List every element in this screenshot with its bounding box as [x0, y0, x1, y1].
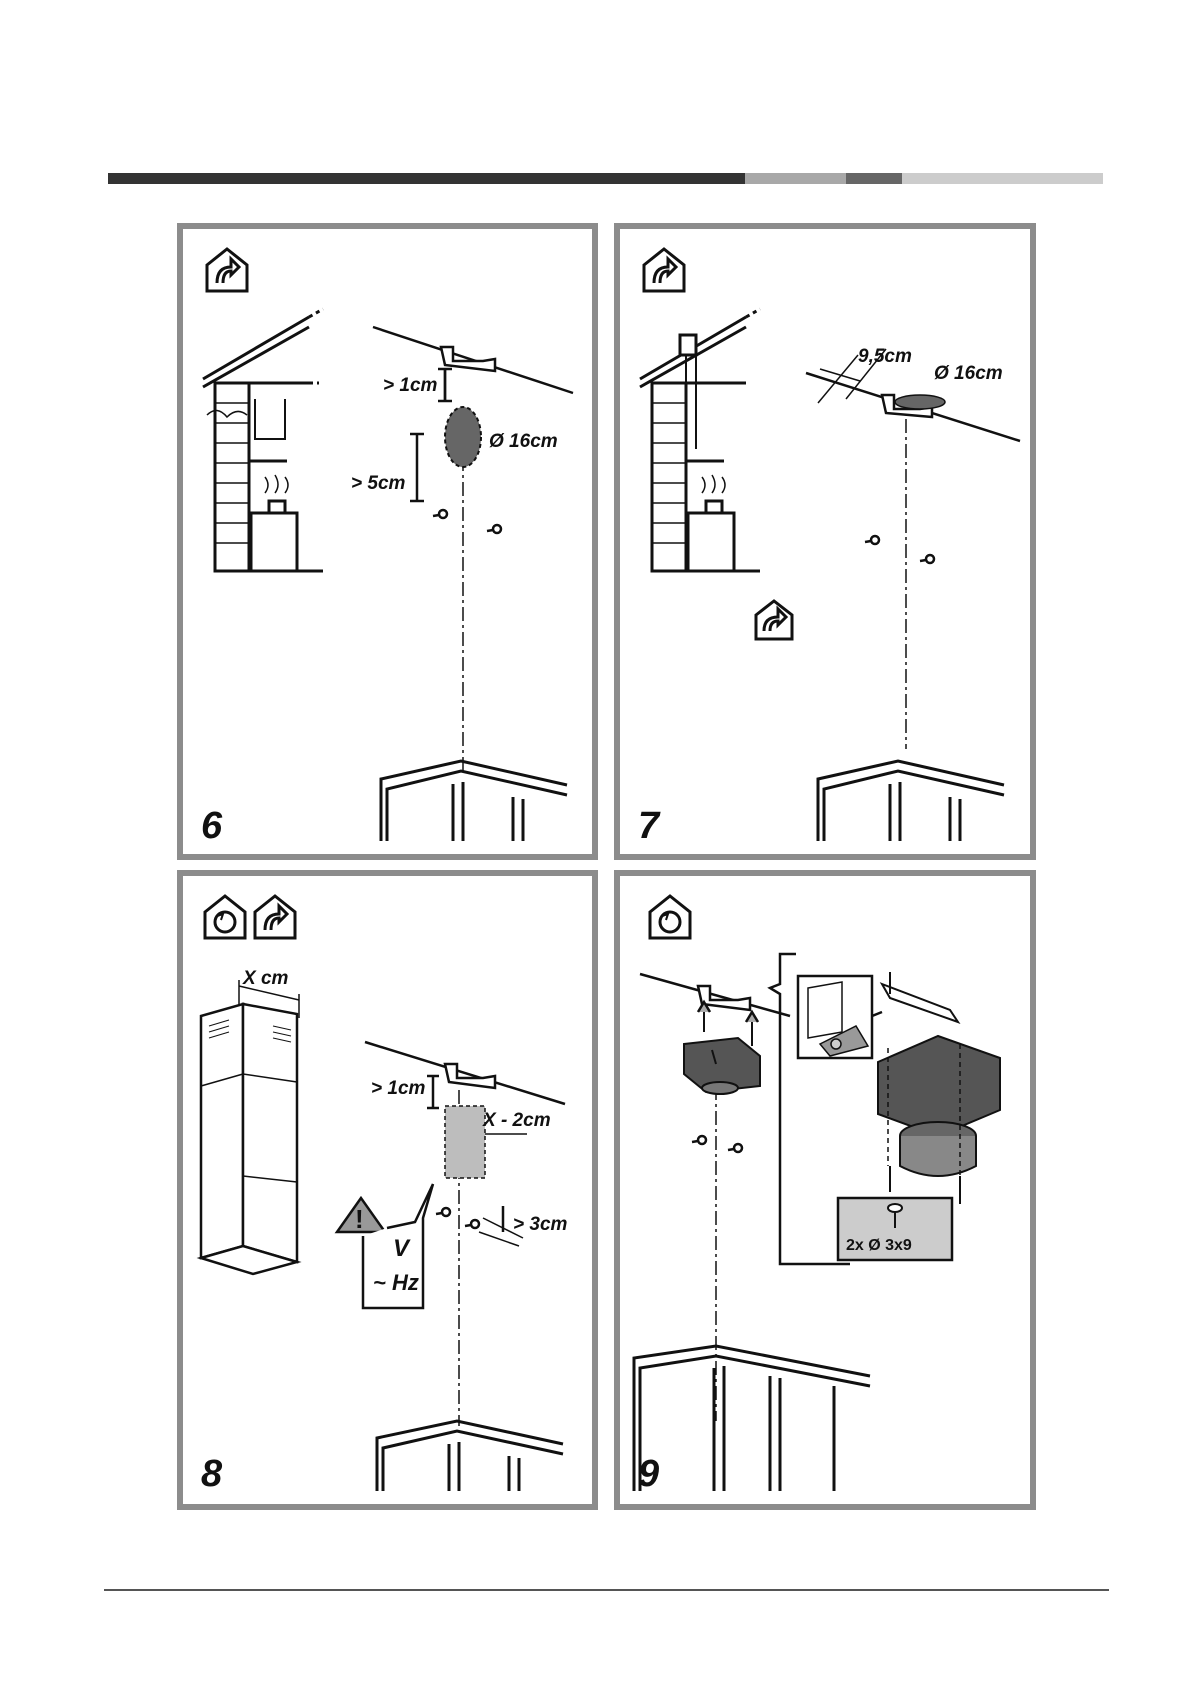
panel-7-illustration: 9,5cm Ø 16cm: [620, 229, 1030, 854]
adapter-box: [684, 1038, 760, 1094]
house-cross-section: [640, 309, 760, 571]
footer-rule: [104, 1589, 1109, 1591]
label-gap-bottom: > 5cm: [351, 473, 406, 494]
ducted-mode-icon: [255, 896, 295, 938]
panel-step-9: 2x Ø 3x9 9: [614, 870, 1036, 1510]
panel-8-illustration: ! X cm > 1cm X - 2cm > 3cm V ~ Hz: [183, 876, 592, 1504]
header-bar: [108, 173, 1103, 184]
label-gap-side: > 3cm: [513, 1214, 568, 1235]
panel-6-illustration: > 1cm Ø 16cm > 5cm: [183, 229, 592, 854]
detail-inset: [798, 976, 882, 1058]
recirculation-mode-icon: [205, 896, 245, 938]
ducted-mode-icon-small: [756, 601, 792, 639]
label-offset: 9,5cm: [858, 346, 912, 367]
label-diameter: Ø 16cm: [934, 363, 1003, 384]
panel-step-6: > 1cm Ø 16cm > 5cm 6: [177, 223, 598, 860]
header-bar-light: [902, 173, 1103, 184]
step-number: 7: [638, 805, 659, 848]
panel-9-illustration: 2x Ø 3x9: [620, 876, 1030, 1504]
step-number: 9: [638, 1453, 659, 1496]
duct-hole: [895, 395, 945, 409]
ducted-mode-icon: [207, 249, 247, 291]
label-gap-top: > 1cm: [371, 1078, 426, 1099]
hood-top: [634, 1346, 870, 1491]
label-screws: 2x Ø 3x9: [846, 1237, 912, 1254]
label-diameter: Ø 16cm: [489, 431, 558, 452]
header-bar-mid: [745, 173, 846, 184]
svg-text:!: !: [355, 1204, 364, 1234]
label-width: X cm: [242, 968, 289, 989]
hood-top: [377, 1421, 563, 1491]
recirculation-mode-icon: [650, 896, 690, 938]
label-frequency: ~ Hz: [373, 1270, 419, 1295]
header-bar-dark: [108, 173, 745, 184]
socket-area: [445, 1106, 485, 1178]
house-cross-section: [203, 309, 323, 571]
panel-step-7: 9,5cm Ø 16cm 7: [614, 223, 1036, 860]
step-number: 6: [201, 805, 222, 848]
chimney-cover: [201, 980, 299, 1274]
label-socket-width: X - 2cm: [482, 1110, 551, 1131]
header-bar-dark2: [846, 173, 902, 184]
hood-top: [818, 761, 1004, 841]
label-gap-top: > 1cm: [383, 375, 438, 396]
hood-top: [381, 761, 567, 841]
adapter-assembly: [878, 972, 1000, 1204]
step-number: 8: [201, 1453, 222, 1496]
label-voltage: V: [393, 1235, 411, 1262]
duct-hole: [445, 407, 481, 467]
panel-step-8: ! X cm > 1cm X - 2cm > 3cm V ~ Hz 8: [177, 870, 598, 1510]
ducted-mode-icon: [644, 249, 684, 291]
